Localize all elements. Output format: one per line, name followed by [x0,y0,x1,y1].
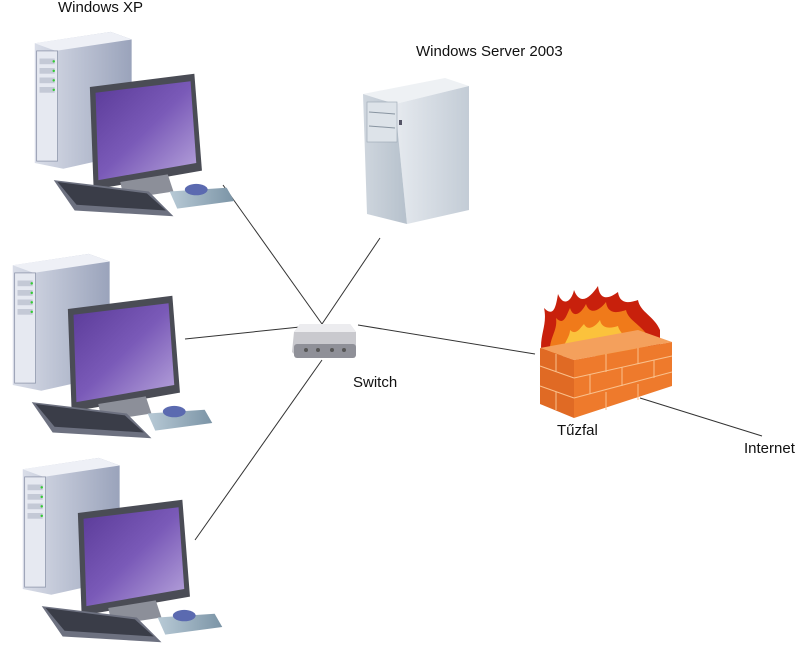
network-switch[interactable] [290,322,360,362]
server-label: Windows Server 2003 [416,43,563,60]
server-tower[interactable] [355,70,475,230]
workstation-pc1[interactable] [0,30,250,220]
edge-server-switch [321,237,381,325]
edge-pc1-switch [222,184,323,325]
edge-firewall-internet [639,397,763,437]
internet-label: Internet [744,440,795,457]
firewall[interactable] [528,286,678,421]
workstation-pc3[interactable] [0,456,238,646]
edge-pc3-switch [194,359,323,541]
switch-label: Switch [353,374,398,391]
firewall-label: Tűzfal [557,422,598,439]
edge-switch-firewall [357,324,536,355]
pc1-label: Windows XP [58,0,144,16]
workstation-pc2[interactable] [0,252,228,442]
edge-pc2-switch [184,326,301,340]
